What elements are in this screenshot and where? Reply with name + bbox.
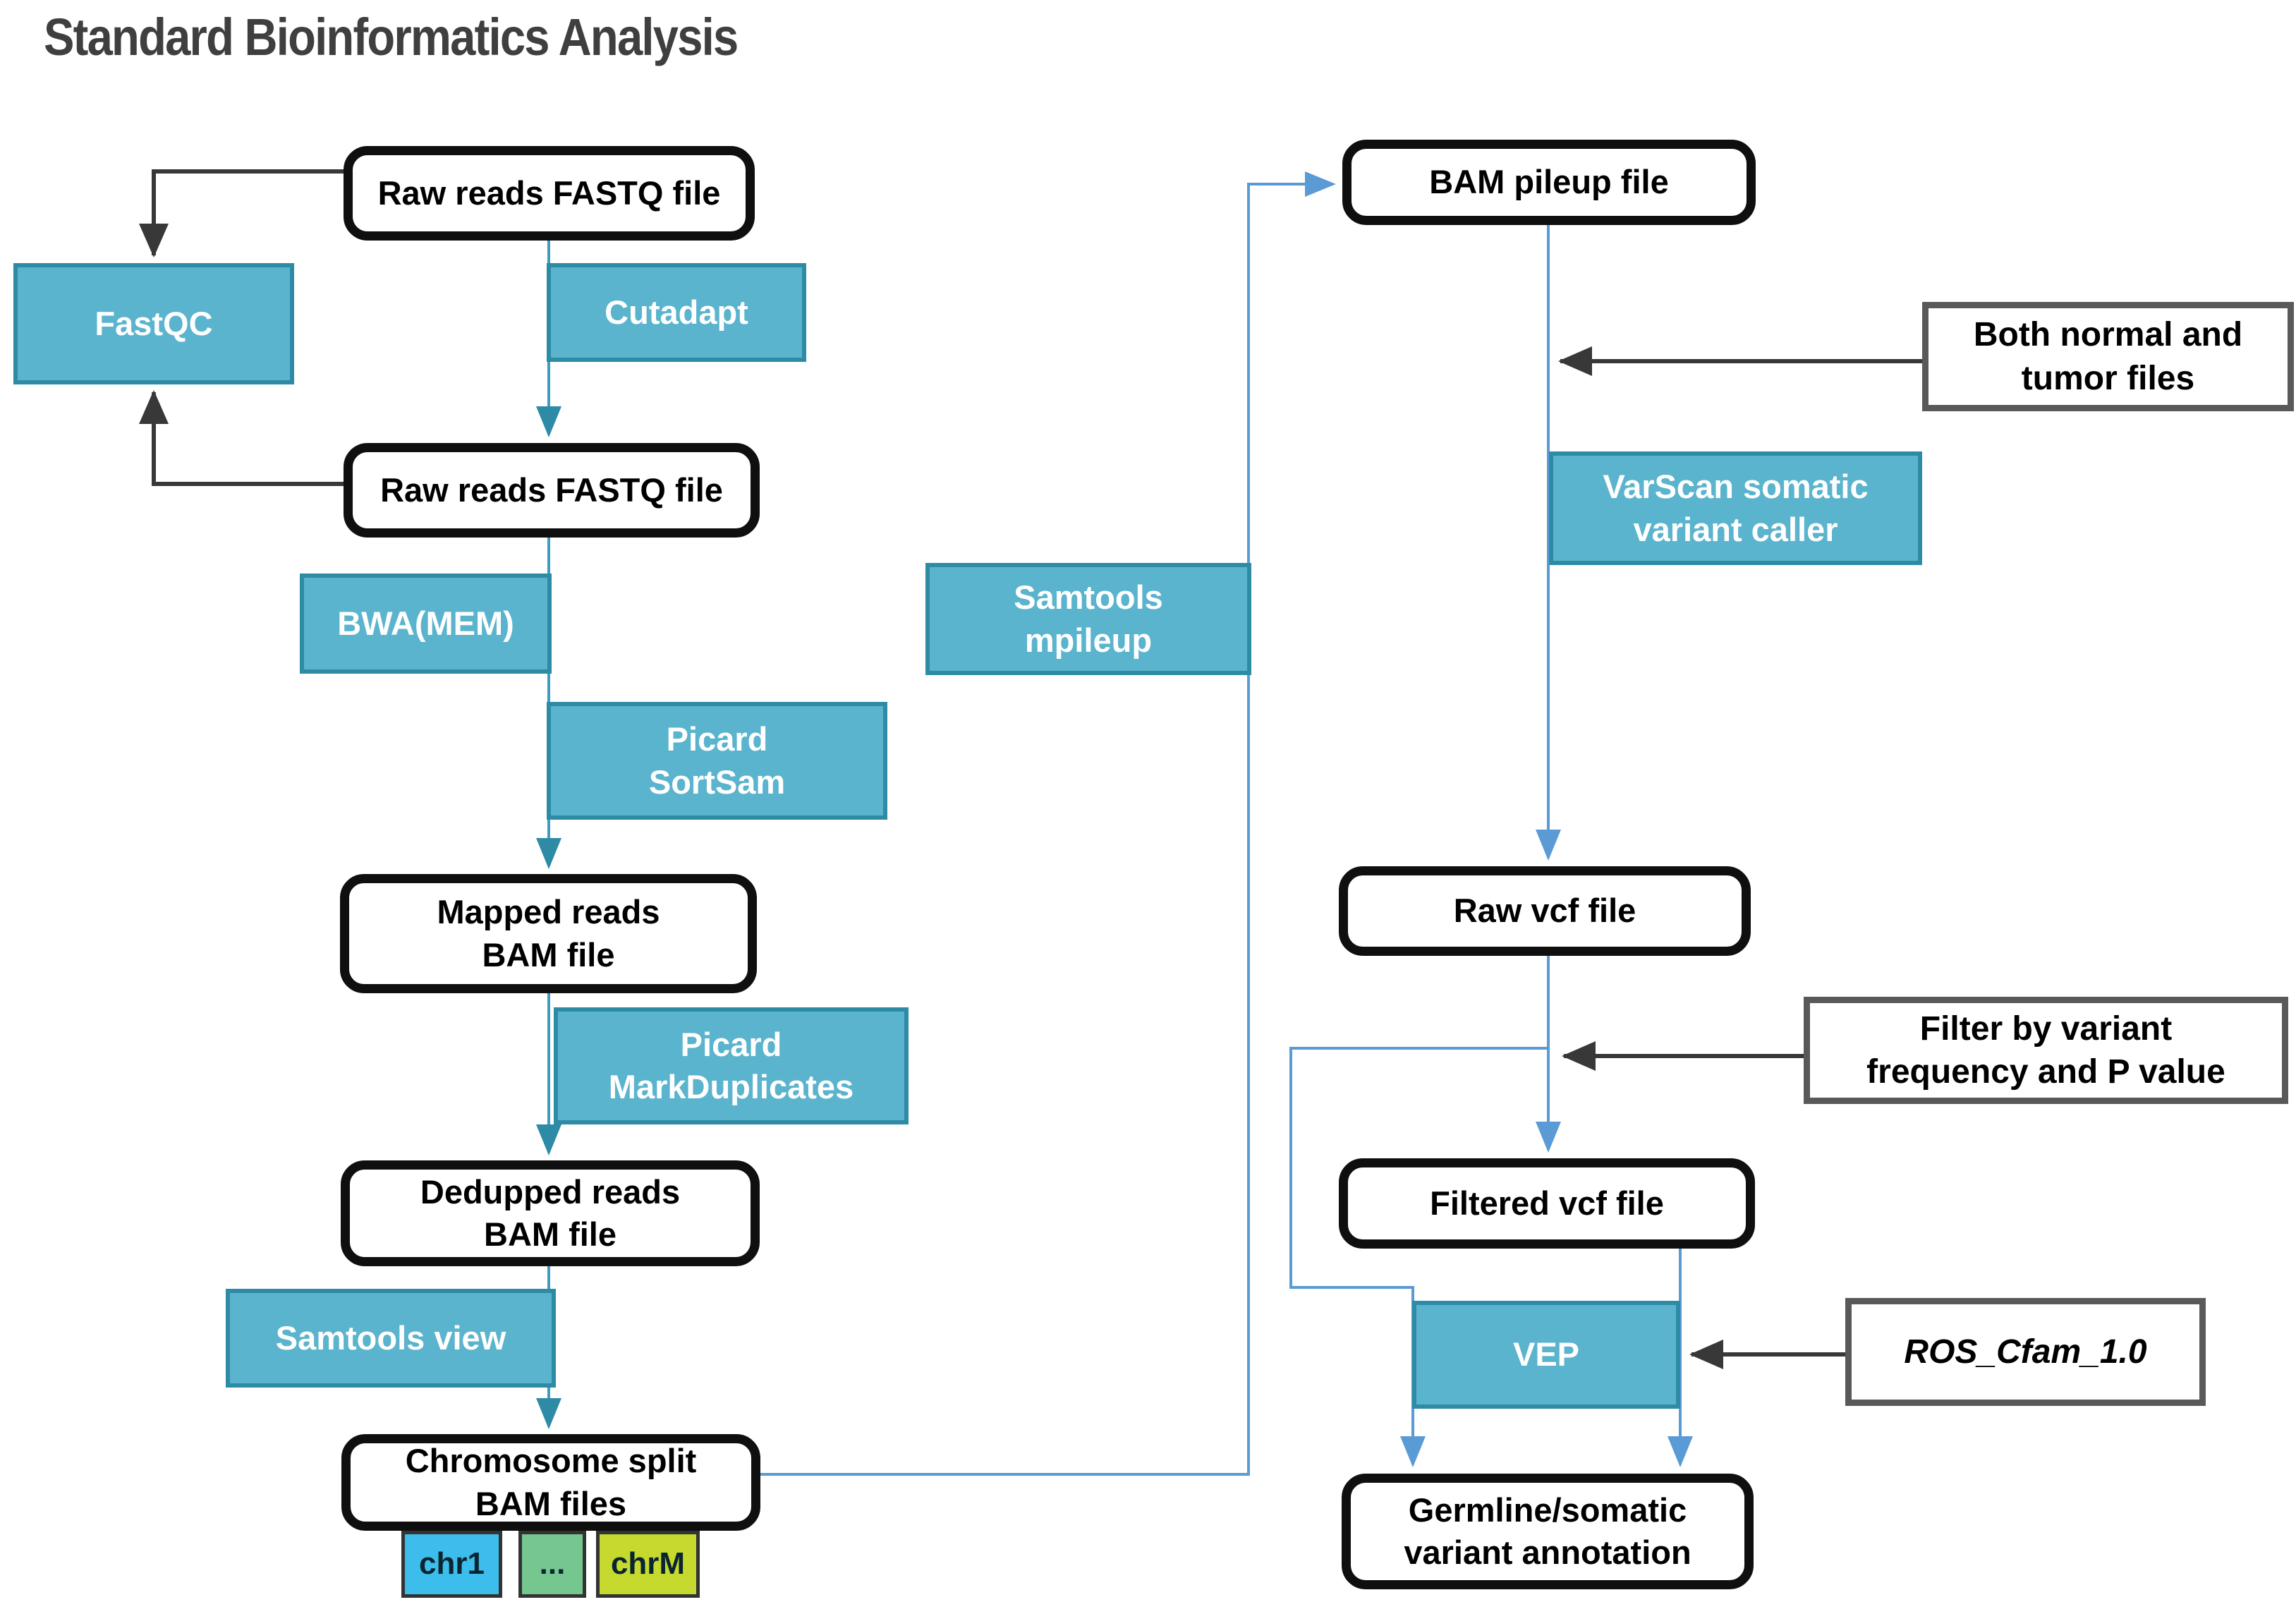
node-raw-vcf-file: Raw vcf file <box>1339 866 1751 956</box>
arrow-fastq2-to-fastqc <box>139 390 344 486</box>
node-germline-somatic-annotation: Germline/somatic variant annotation <box>1342 1474 1754 1589</box>
node-dedupped-reads-bam: Dedupped reads BAM file <box>341 1160 760 1266</box>
node-fastqc: FastQC <box>13 263 294 384</box>
node-label: VEP <box>1512 1335 1580 1373</box>
node-label: BWA(MEM) <box>337 604 514 642</box>
node-label: Samtools mpileup <box>1014 578 1163 659</box>
node-label: Chromosome split BAM files <box>405 1442 697 1522</box>
node-bwa-mem: BWA(MEM) <box>300 574 552 674</box>
note-label: ROS_Cfam_1.0 <box>1904 1333 2147 1371</box>
node-samtools-view: Samtools view <box>226 1289 556 1388</box>
node-label: Raw reads FASTQ file <box>377 174 721 212</box>
note-ros-cfam-reference: ROS_Cfam_1.0 <box>1845 1298 2206 1406</box>
note-both-normal-and-tumor: Both normal and tumor files <box>1922 302 2294 411</box>
note-filter-by-variant-frequency: Filter by variant frequency and P value <box>1804 997 2288 1104</box>
node-label: Germline/somatic variant annotation <box>1404 1491 1691 1571</box>
node-label: VarScan somatic variant caller <box>1603 468 1869 548</box>
node-label: Raw reads FASTQ file <box>380 471 723 509</box>
node-filtered-vcf-file: Filtered vcf file <box>1339 1158 1755 1249</box>
node-label: Cutadapt <box>605 293 748 331</box>
node-label: Picard MarkDuplicates <box>608 1025 854 1105</box>
node-label: Raw vcf file <box>1453 892 1636 930</box>
node-chromosome-split-bam: Chromosome split BAM files <box>341 1434 760 1531</box>
node-raw-reads-fastq-1: Raw reads FASTQ file <box>344 146 755 241</box>
node-label: FastQC <box>95 304 213 342</box>
node-mapped-reads-bam: Mapped reads BAM file <box>340 874 757 993</box>
node-label: ... <box>539 1546 566 1582</box>
note-label: Both normal and tumor files <box>1973 316 2243 397</box>
node-varscan: VarScan somatic variant caller <box>1549 451 1922 565</box>
node-label: Samtools view <box>275 1318 506 1357</box>
node-samtools-mpileup: Samtools mpileup <box>925 563 1251 675</box>
node-raw-reads-fastq-2: Raw reads FASTQ file <box>344 443 760 538</box>
node-label: Filtered vcf file <box>1430 1184 1664 1222</box>
node-vep: VEP <box>1412 1301 1680 1409</box>
node-picard-sortsam: Picard SortSam <box>547 702 887 820</box>
node-label: BAM pileup file <box>1429 163 1669 201</box>
node-chrM: chrM <box>596 1531 700 1598</box>
node-chr-ellipsis: ... <box>518 1531 586 1598</box>
node-label: chr1 <box>419 1546 485 1582</box>
node-label: chrM <box>610 1546 686 1582</box>
node-label: Picard SortSam <box>648 720 786 801</box>
node-picard-markduplicates: Picard MarkDuplicates <box>554 1007 909 1124</box>
flow-chromsplit-to-bampileup <box>760 171 1336 1476</box>
node-bam-pileup-file: BAM pileup file <box>1342 140 1756 225</box>
node-chr1: chr1 <box>401 1531 502 1598</box>
page-title: Standard Bioinformatics Analysis <box>44 8 739 66</box>
node-label: Mapped reads BAM file <box>437 893 660 973</box>
node-cutadapt: Cutadapt <box>547 263 806 362</box>
note-label: Filter by variant frequency and P value <box>1866 1009 2225 1091</box>
node-label: Dedupped reads BAM file <box>420 1172 681 1253</box>
arrow-fastq1-to-fastqc <box>139 169 344 257</box>
